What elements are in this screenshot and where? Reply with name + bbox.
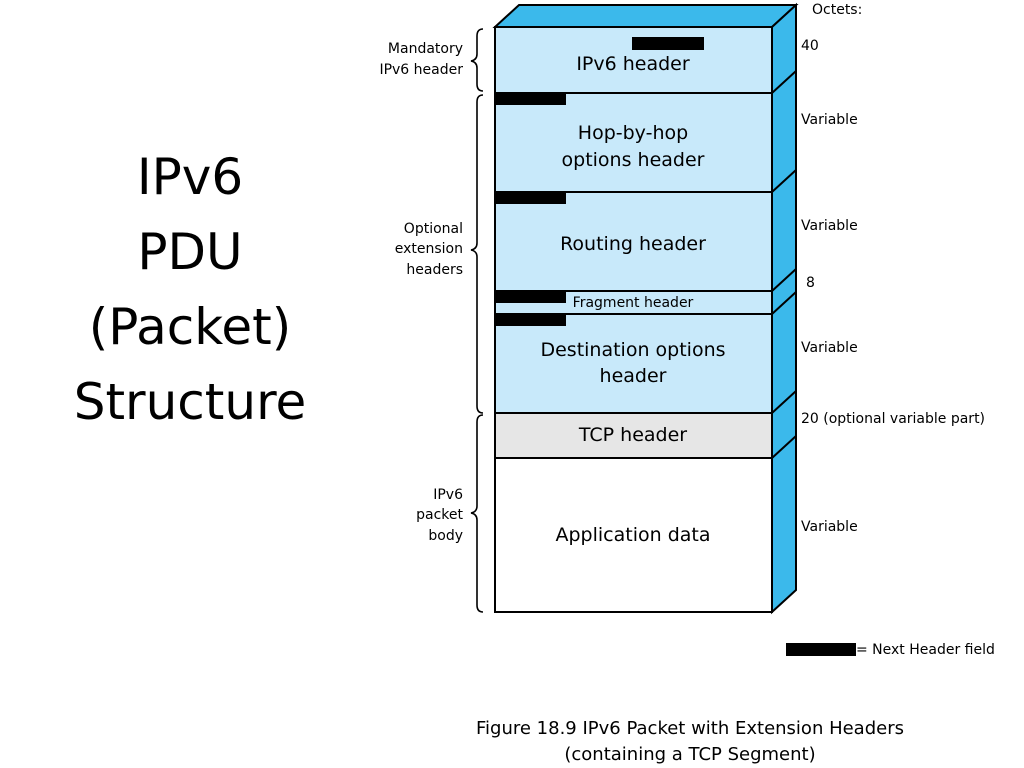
slide-title-line-4: Structure bbox=[73, 373, 307, 431]
group-body-line-3: body bbox=[428, 528, 463, 544]
tcp-label: TCP header bbox=[578, 424, 687, 446]
brace-body bbox=[470, 414, 484, 613]
group-optional-line-1: Optional bbox=[404, 221, 463, 237]
hop-by-hop-label-line-2: options header bbox=[562, 149, 705, 171]
slide-title: IPv6 PDU (Packet) Structure bbox=[40, 140, 340, 440]
fragment-label: Fragment header bbox=[573, 295, 694, 311]
next-header-marker bbox=[496, 315, 566, 326]
octets-fragment: 8 bbox=[806, 275, 815, 291]
slide-title-line-1: IPv6 bbox=[136, 148, 244, 206]
app-data-label: Application data bbox=[556, 524, 711, 546]
brace-mandatory bbox=[470, 28, 484, 92]
slide-title-line-2: PDU bbox=[137, 223, 243, 281]
figure-caption-line-1: Figure 18.9 IPv6 Packet with Extension H… bbox=[476, 718, 904, 739]
octets-app-data: Variable bbox=[801, 519, 858, 535]
packet-side-face bbox=[771, 2, 797, 615]
legend-label: = Next Header field bbox=[856, 642, 995, 658]
destination-label-line-1: Destination options bbox=[540, 339, 725, 361]
routing-label: Routing header bbox=[560, 233, 706, 255]
figure-caption-line-2: (containing a TCP Segment) bbox=[564, 744, 816, 765]
next-header-marker bbox=[496, 193, 566, 204]
octets-hop-by-hop: Variable bbox=[801, 112, 858, 128]
legend-swatch bbox=[786, 643, 856, 656]
next-header-marker bbox=[496, 292, 566, 303]
group-optional-line-2: extension bbox=[395, 241, 463, 257]
packet-top-face bbox=[492, 4, 799, 28]
octets-destination: Variable bbox=[801, 340, 858, 356]
octets-tcp: 20 (optional variable part) bbox=[801, 411, 985, 427]
group-mandatory-line-2: IPv6 header bbox=[379, 62, 463, 78]
next-header-markers bbox=[496, 37, 704, 326]
octets-heading: Octets: bbox=[812, 2, 862, 18]
destination-label-line-2: header bbox=[600, 365, 667, 387]
group-mandatory-line-1: Mandatory bbox=[388, 41, 463, 57]
tcp-layer bbox=[494, 412, 773, 459]
figure-caption: Figure 18.9 IPv6 Packet with Extension H… bbox=[440, 716, 940, 768]
group-body-line-2: packet bbox=[416, 507, 463, 523]
destination-layer bbox=[494, 313, 773, 414]
hop-by-hop-layer bbox=[494, 92, 773, 193]
hop-by-hop-label-line-1: Hop-by-hop bbox=[578, 122, 688, 144]
brace-optional bbox=[470, 94, 484, 414]
ipv6-header-layer bbox=[494, 26, 773, 94]
next-header-marker bbox=[496, 94, 566, 105]
routing-layer bbox=[494, 191, 773, 292]
ipv6-header-label: IPv6 header bbox=[576, 53, 690, 75]
next-header-marker bbox=[632, 37, 704, 50]
braces bbox=[470, 28, 484, 613]
octets-routing: Variable bbox=[801, 218, 858, 234]
app-data-layer bbox=[494, 457, 773, 613]
slide-title-line-3: (Packet) bbox=[88, 298, 292, 356]
octets-ipv6-header: 40 bbox=[801, 38, 819, 54]
group-optional-line-3: headers bbox=[406, 262, 463, 278]
group-body-line-1: IPv6 bbox=[433, 487, 463, 503]
side-face-dividers bbox=[771, 70, 797, 459]
